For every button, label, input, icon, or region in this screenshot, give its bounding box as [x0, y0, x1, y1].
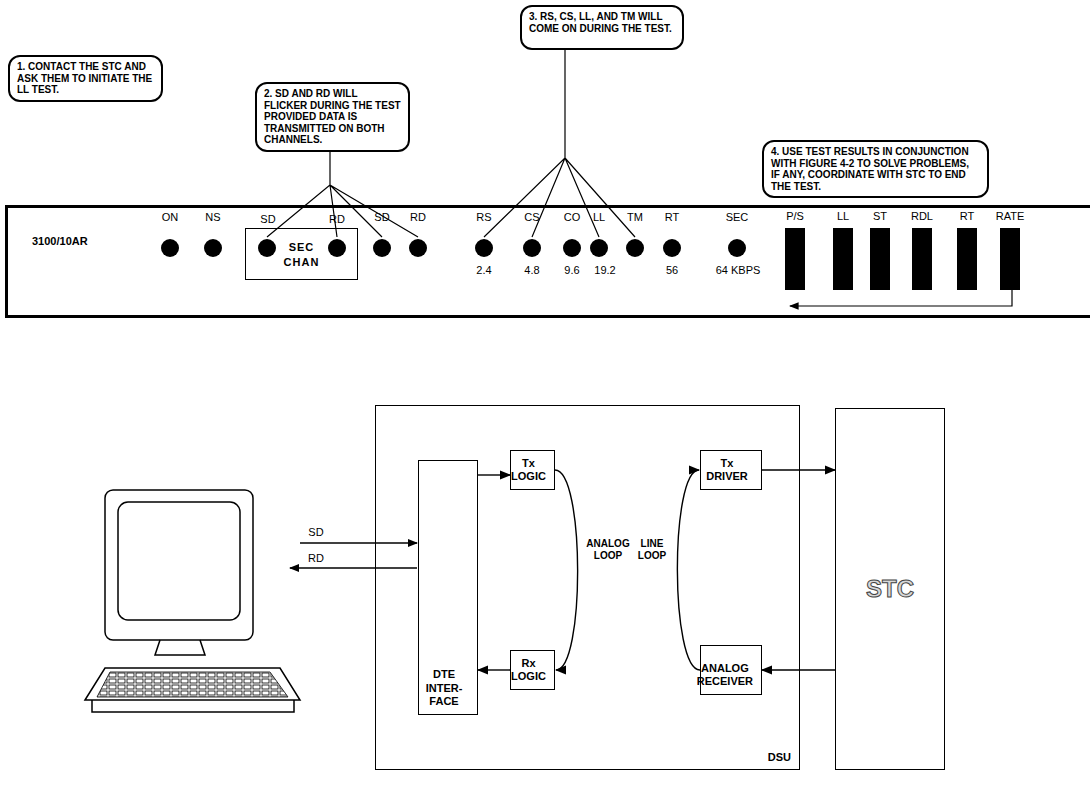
indicator-label: SD — [308, 526, 323, 538]
receiver-block: ANALOG RECEIVER — [700, 645, 762, 695]
signal-connector — [677, 470, 700, 670]
indicator-label: 64 KBPS — [716, 264, 761, 276]
dsu-housing: DSU DTE INTER- FACE Tx LOGIC Rx LOGIC Tx DRI… — [375, 405, 800, 770]
signal-connector — [478, 669, 510, 670]
stc-box: STC — [835, 408, 945, 770]
indicator-label: RD — [308, 552, 324, 564]
indicator-label: NS — [205, 211, 220, 223]
node-text: 1. CONTACT THE STC AND ASK THEM TO INITI… — [17, 61, 154, 96]
signal-connector — [478, 474, 510, 475]
node-text: ANALOG RECEIVER — [697, 662, 753, 688]
callout-note: 4. USE TEST RESULTS IN CONJUNCTION WITH … — [762, 140, 989, 198]
indicator-label: 4.8 — [524, 264, 539, 276]
node-text: 4. USE TEST RESULTS IN CONJUNCTION WITH … — [771, 146, 980, 192]
loop-label: LINE LOOP — [632, 538, 672, 562]
indicator-label: LL — [593, 211, 605, 223]
callout-note: 2. SD AND RD WILL FLICKER DURING THE TES… — [255, 82, 410, 152]
indicator-label: 2.4 — [476, 264, 491, 276]
toggle-switches — [785, 228, 1020, 290]
callout-note: 3. RS, CS, LL, AND TM WILL COME ON DURIN… — [520, 5, 684, 50]
indicator-label: 19.2 — [594, 264, 615, 276]
indicator-label: TM — [627, 211, 643, 223]
node-text: Rx LOGIC — [511, 657, 546, 683]
led-indicators — [161, 239, 746, 257]
loop-label: ANALOG LOOP — [584, 538, 632, 562]
channel-box: SEC CHAN — [245, 228, 358, 280]
indicator-label: CS — [524, 211, 539, 223]
indicator-label: RATE — [996, 210, 1025, 222]
indicator-label: RS — [476, 211, 491, 223]
node-text: 3. RS, CS, LL, AND TM WILL COME ON DURIN… — [529, 11, 675, 34]
indicator-label: CO — [564, 211, 581, 223]
signal-connector — [762, 669, 835, 670]
rate-arrow — [790, 290, 1012, 306]
indicator-label: RD — [410, 211, 426, 223]
indicator-label: 9.6 — [564, 264, 579, 276]
node-text: SEC — [246, 241, 357, 253]
logic-block: Tx LOGIC — [510, 450, 555, 490]
indicator-label: RT — [665, 211, 679, 223]
computer-illustration — [85, 490, 300, 712]
indicator-label: SD — [374, 211, 389, 223]
node-text: 3100/10AR — [32, 235, 88, 247]
logic-block: Rx LOGIC — [510, 650, 555, 690]
node-text: Tx DRIVER — [701, 457, 753, 483]
node-text: CHAN — [246, 256, 357, 277]
indicator-label: SEC — [726, 211, 749, 223]
indicator-label: RDL — [911, 210, 933, 222]
indicator-label: P/S — [786, 210, 804, 222]
indicator-label: LL — [837, 210, 849, 222]
indicator-label: RT — [960, 210, 974, 222]
indicator-label: SD — [260, 213, 275, 225]
indicator-label: ON — [162, 211, 179, 223]
dte-signal-lines — [290, 543, 417, 568]
node-text: DSU — [768, 751, 791, 763]
node-text: Tx LOGIC — [511, 457, 546, 483]
driver-block: Tx DRIVER — [700, 450, 762, 490]
node-text: DTE INTER- FACE — [419, 668, 469, 708]
indicator-label: ST — [873, 210, 887, 222]
indicator-label: RD — [329, 213, 345, 225]
signal-connector — [762, 469, 835, 470]
node-text: 2. SD AND RD WILL FLICKER DURING THE TES… — [264, 88, 401, 146]
callout-note: 1. CONTACT THE STC AND ASK THEM TO INITI… — [8, 55, 163, 102]
indicator-label: 56 — [666, 264, 678, 276]
node-text: STC — [866, 575, 914, 603]
interface-block: DTE INTER- FACE — [418, 460, 478, 715]
signal-connector — [555, 470, 578, 670]
